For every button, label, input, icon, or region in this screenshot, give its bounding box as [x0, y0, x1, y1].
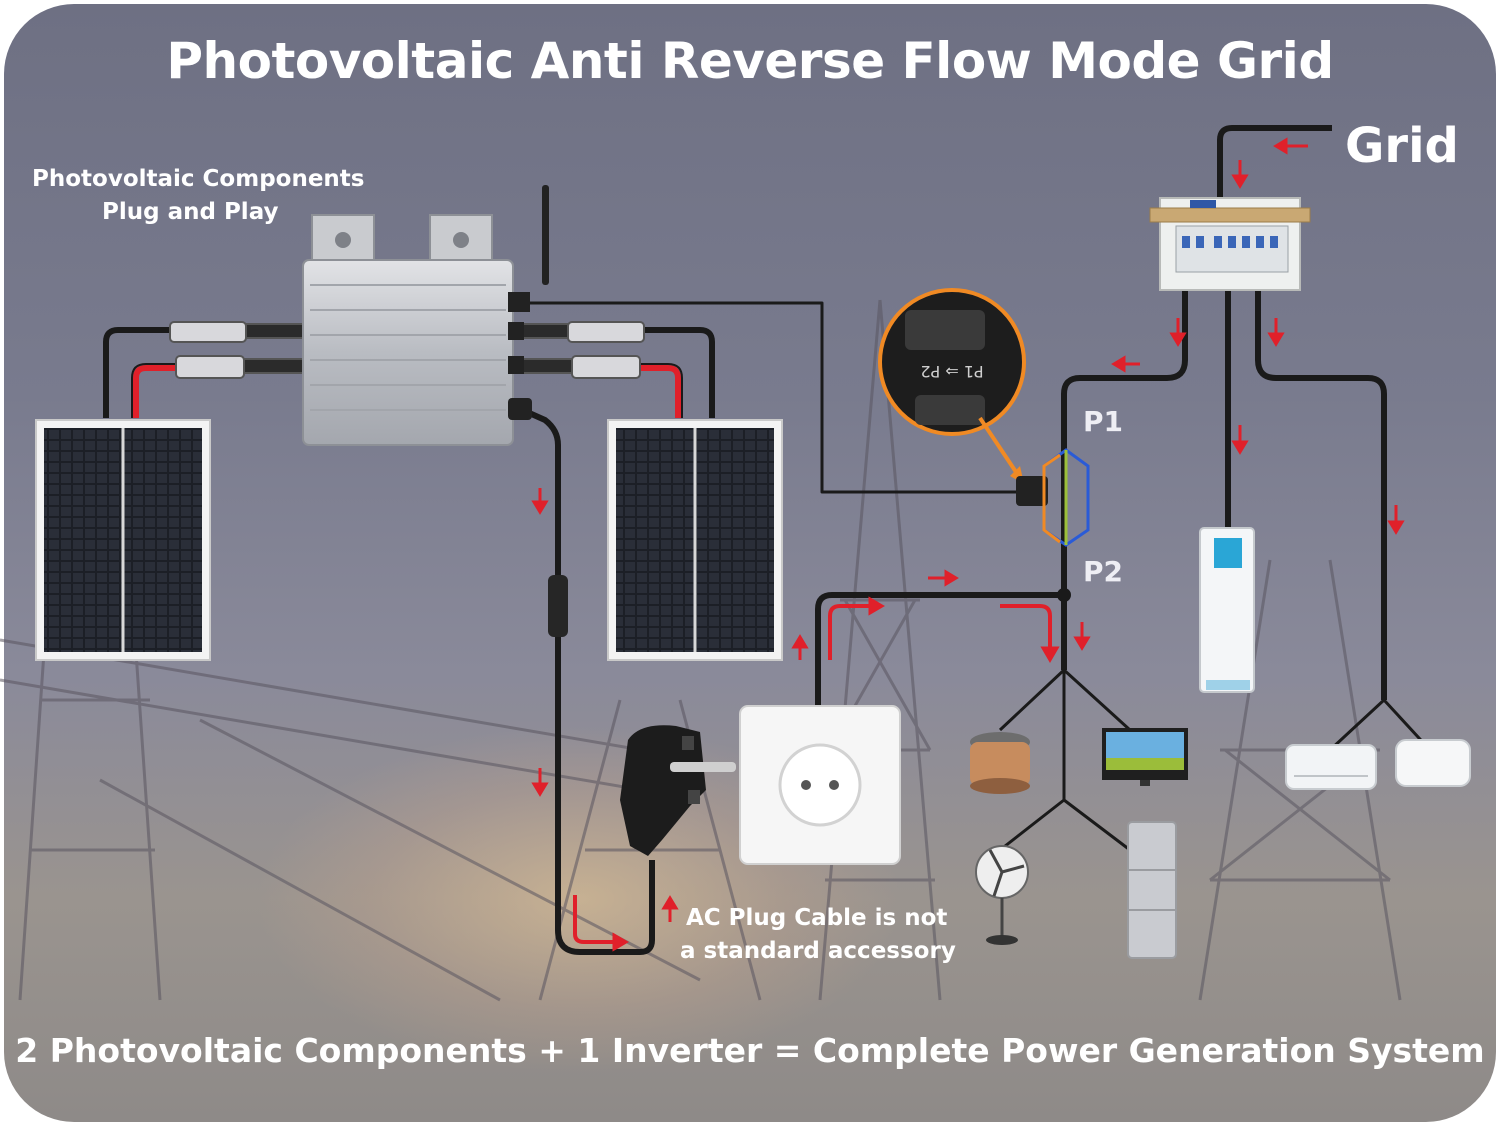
svg-text:P1 ⇒ P2: P1 ⇒ P2	[920, 362, 983, 381]
feed-p1	[1061, 290, 1188, 670]
ac-note-line1: AC Plug Cable is not	[686, 905, 948, 931]
distribution-box	[1149, 197, 1311, 291]
feed-ac-unit	[1255, 290, 1387, 700]
mc4-connectors	[169, 321, 645, 379]
ac-output-cable	[516, 405, 655, 955]
rice-cooker-appliance	[970, 732, 1030, 794]
tv-appliance	[1102, 728, 1188, 786]
solar-panel-right	[607, 419, 783, 661]
dc-positive-cables	[133, 365, 681, 418]
dc-cable-left-neg	[103, 327, 180, 418]
page-title: Photovoltaic Anti Reverse Flow Mode Grid	[166, 32, 1334, 90]
grid-cable	[1217, 125, 1332, 200]
appliance-fan-lines	[998, 668, 1132, 852]
ct-signal-cable	[530, 301, 1018, 494]
schuko-plug	[620, 725, 736, 856]
dc-cable-right-neg	[640, 327, 715, 418]
ac-note-line2: a standard accessory	[680, 938, 956, 964]
dc-positive-outline	[131, 363, 683, 418]
fridge-appliance	[1127, 821, 1177, 959]
pv-note-line2: Plug and Play	[102, 199, 279, 225]
inline-connector	[548, 575, 568, 637]
cables	[103, 125, 1432, 955]
fan-appliance	[975, 845, 1029, 945]
point-p1-label: P1	[1083, 405, 1124, 438]
point-p2-label: P2	[1083, 555, 1124, 588]
solar-panel-left	[35, 419, 211, 661]
tower-ac-appliance	[1199, 527, 1255, 693]
bottom-caption: 2 Photovoltaic Components + 1 Inverter =…	[15, 1031, 1485, 1070]
split-ac-units	[1285, 739, 1471, 790]
grid-label: Grid	[1345, 118, 1459, 174]
pv-note-line1: Photovoltaic Components	[32, 166, 365, 192]
micro-inverter	[302, 185, 549, 446]
branch-socket	[815, 592, 1064, 706]
ct-sensor-zoom: P1 ⇒ P2	[878, 288, 1090, 547]
wall-socket	[739, 705, 901, 865]
flow-arrows	[531, 137, 1405, 952]
p2-junction	[1057, 588, 1071, 602]
